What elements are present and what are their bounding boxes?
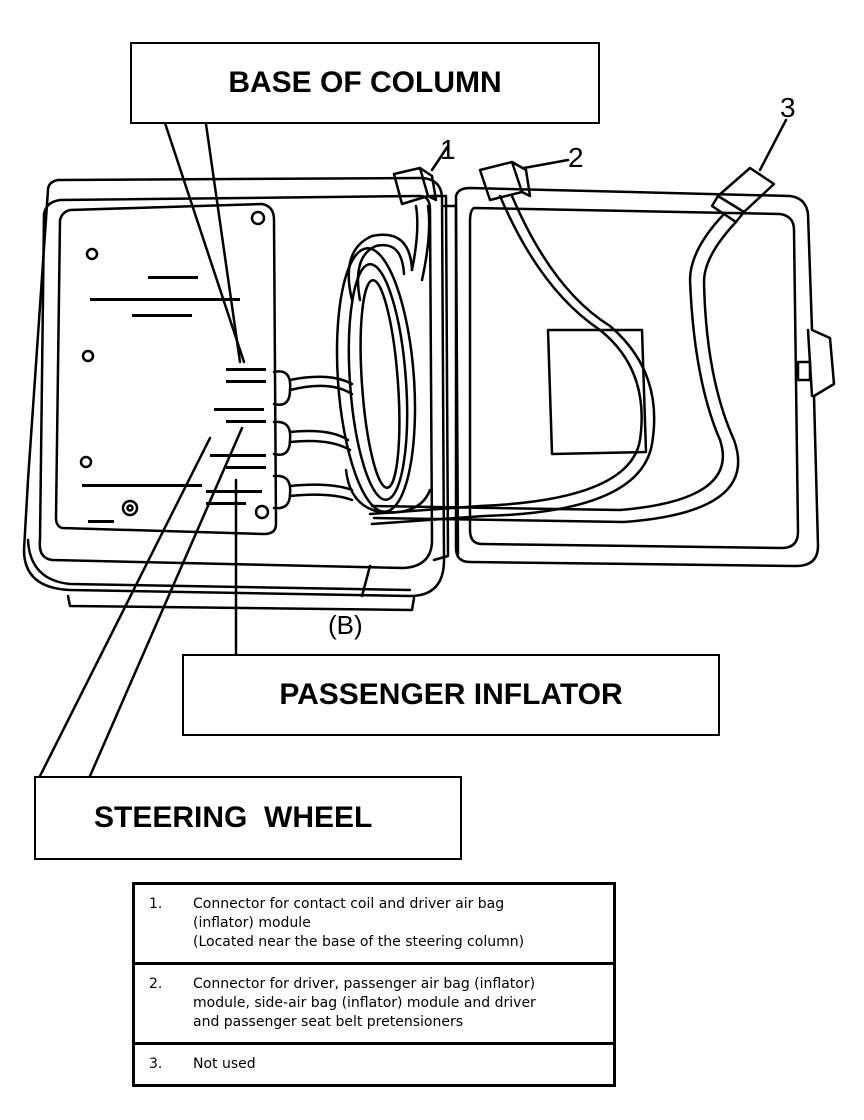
legend-line: Connector for driver, passenger air bag …: [193, 976, 536, 992]
legend-text: Not used: [179, 1042, 615, 1086]
legend-text: Connector for driver, passenger air bag …: [179, 962, 615, 1044]
right-case-outer: [454, 186, 836, 568]
passenger-inflator-callout: PASSENGER INFLATOR: [182, 654, 720, 736]
connector-number-1: 1: [440, 134, 456, 165]
legend-line: (Located near the base of the steering c…: [193, 934, 525, 950]
legend-number: 3.: [133, 1042, 179, 1086]
legend-line: module, side-air bag (inflator) module a…: [193, 995, 536, 1011]
steering-wheel-label: STEERING WHEEL: [94, 801, 373, 834]
panel-print-marks: [82, 276, 266, 523]
legend-line: (inflator) module: [193, 915, 311, 931]
connector-2: [478, 160, 524, 202]
base-of-column-callout: BASE OF COLUMN: [130, 42, 600, 124]
passenger-inflator-label: PASSENGER INFLATOR: [279, 678, 623, 711]
connector-number-2: 2: [568, 142, 584, 173]
left-case-inner: [38, 194, 434, 570]
connector-3: [716, 166, 776, 214]
base-of-column-label: BASE OF COLUMN: [228, 66, 502, 99]
base-label: (B): [328, 610, 363, 640]
right-case-inner: [468, 206, 800, 550]
legend-row: 1. Connector for contact coil and driver…: [134, 884, 615, 964]
inner-pad: [546, 328, 648, 456]
connector-number-3: 3: [780, 92, 796, 123]
legend-row: 2. Connector for driver, passenger air b…: [133, 962, 615, 1044]
legend-line: Not used: [193, 1056, 256, 1072]
left-case-outer: [22, 176, 446, 598]
legend-number: 2.: [133, 962, 179, 1044]
harness-case-illustration: [22, 112, 836, 778]
connector-1: [392, 166, 430, 206]
legend-table: 1. Connector for contact coil and driver…: [132, 882, 616, 1087]
steering-wheel-callout: STEERING WHEEL: [34, 776, 462, 860]
legend-number: 1.: [149, 896, 163, 912]
legend-line: Connector for contact coil and driver ai…: [193, 896, 505, 912]
legend-line: and passenger seat belt pretensioners: [193, 1014, 463, 1030]
legend-text: Connector for contact coil and driver ai…: [179, 884, 615, 964]
label-panel: [54, 202, 278, 536]
hinge: [428, 194, 450, 562]
legend-row: 3. Not used: [133, 1042, 615, 1086]
